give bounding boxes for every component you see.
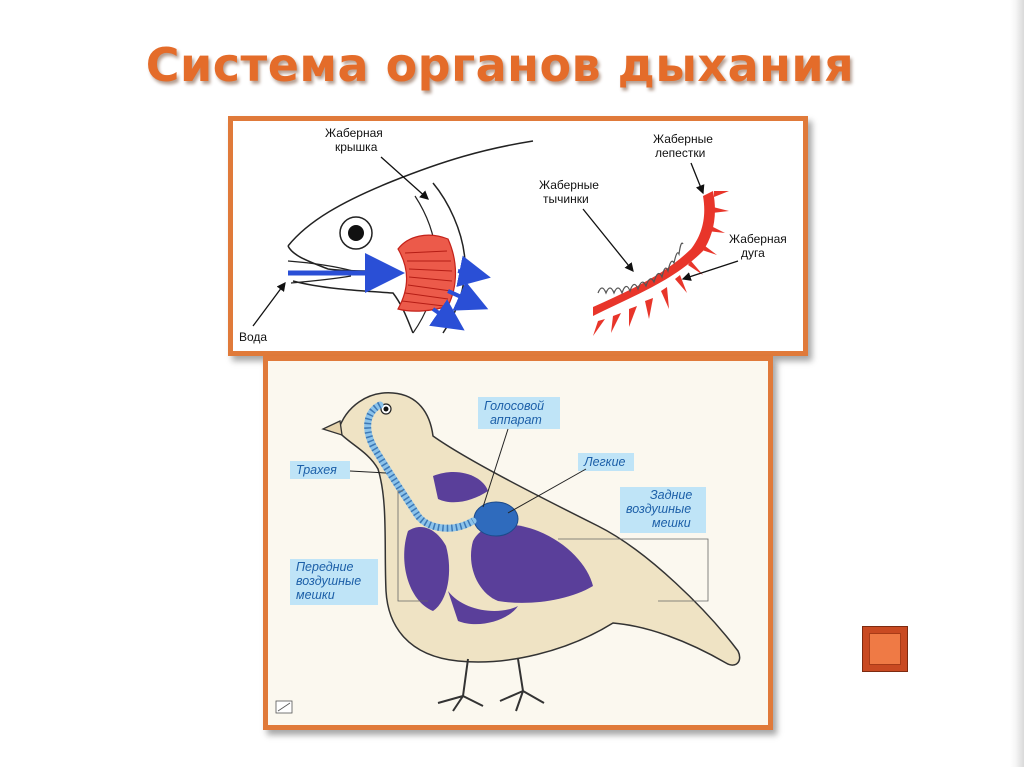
- pointer-gill-cover: [381, 157, 428, 199]
- water-arrow-out-1: [458, 271, 483, 276]
- label-gill-filaments-1: Жаберные: [653, 132, 713, 146]
- bird-pupil: [384, 407, 389, 412]
- label-rear-sacs-2: воздушные: [626, 502, 691, 516]
- pointer-gill-rakers: [583, 209, 633, 271]
- water-arrow-out-2: [448, 291, 481, 306]
- pointer-water: [253, 283, 285, 326]
- label-gill-arch-1: Жаберная: [729, 232, 787, 246]
- slide-title: Система органов дыхания: [0, 38, 1000, 92]
- label-voice-apparatus-1: Голосовой: [484, 399, 544, 413]
- label-water: Вода: [239, 330, 267, 344]
- label-rear-sacs-3: мешки: [652, 516, 691, 530]
- fish-gills-diagram: Жаберная крышка Вода Жаберные лепестки Ж…: [233, 121, 803, 351]
- label-gill-cover-2: крышка: [335, 140, 378, 154]
- label-front-sacs-2: воздушные: [296, 574, 361, 588]
- label-rear-sacs-1: Задние: [650, 488, 692, 502]
- bird-lungs: [474, 502, 518, 536]
- label-lungs: Легкие: [583, 455, 626, 469]
- label-voice-apparatus-2: аппарат: [490, 413, 542, 427]
- gill-arch: [593, 191, 715, 316]
- pointer-gill-filaments: [691, 163, 703, 193]
- bird-respiratory-panel: Голосовой аппарат Легкие Трахея Задние в…: [263, 356, 773, 730]
- label-gill-rakers-2: тычинки: [543, 192, 589, 206]
- corner-image-icon: [276, 701, 292, 713]
- label-gill-cover-1: Жаберная: [325, 126, 383, 140]
- label-trachea: Трахея: [296, 463, 337, 477]
- bird-respiratory-diagram: Голосовой аппарат Легкие Трахея Задние в…: [268, 361, 768, 725]
- fish-gills: [398, 235, 456, 311]
- label-front-sacs-1: Передние: [296, 560, 354, 574]
- square-button-icon[interactable]: [862, 626, 908, 672]
- fish-gills-panel: Жаберная крышка Вода Жаберные лепестки Ж…: [228, 116, 808, 356]
- label-front-sacs-3: мешки: [296, 588, 335, 602]
- label-gill-arch-2: дуга: [741, 246, 765, 260]
- fish-pupil: [348, 225, 364, 241]
- square-button-inner: [869, 633, 901, 665]
- label-gill-rakers-1: Жаберные: [539, 178, 599, 192]
- slide-edge: [1010, 0, 1024, 767]
- label-gill-filaments-2: лепестки: [655, 146, 705, 160]
